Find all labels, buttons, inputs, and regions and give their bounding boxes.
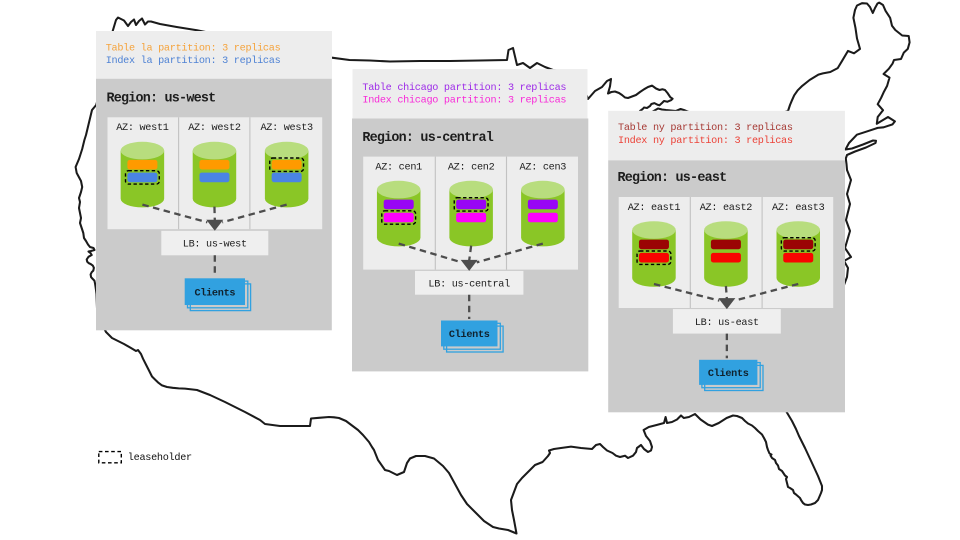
svg-text:AZ: cen2: AZ: cen2 [448,163,495,174]
svg-text:AZ: cen3: AZ: cen3 [520,163,567,174]
svg-text:Index ny partition: 3 replicas: Index ny partition: 3 replicas [618,135,793,147]
svg-text:leaseholder: leaseholder [128,452,192,464]
svg-text:Table ny partition: 3 replicas: Table ny partition: 3 replicas [618,122,793,134]
svg-text:AZ: west3: AZ: west3 [260,123,313,134]
svg-text:Clients: Clients [708,368,749,380]
svg-text:AZ: west2: AZ: west2 [188,123,241,134]
svg-text:Clients: Clients [194,287,235,299]
svg-text:AZ: cen1: AZ: cen1 [375,163,422,174]
svg-text:LB: us-central: LB: us-central [428,278,510,290]
svg-text:Index chicago partition: 3 rep: Index chicago partition: 3 replicas [362,95,566,107]
svg-text:Region: us-west: Region: us-west [107,91,216,106]
svg-text:Table chicago partition: 3 rep: Table chicago partition: 3 replicas [362,82,566,94]
svg-text:Region: us-east: Region: us-east [618,171,727,186]
svg-text:Clients: Clients [449,329,490,341]
svg-text:LB: us-west: LB: us-west [183,240,247,251]
svg-text:AZ: east1: AZ: east1 [628,203,681,214]
svg-text:AZ: west1: AZ: west1 [116,123,169,134]
svg-text:LB: us-east: LB: us-east [695,318,759,329]
svg-text:Table la partition: 3 replicas: Table la partition: 3 replicas [106,42,281,54]
svg-text:Region: us-central: Region: us-central [362,131,493,146]
svg-text:AZ: east3: AZ: east3 [772,203,825,214]
svg-text:AZ: east2: AZ: east2 [700,203,753,214]
svg-text:Index la partition: 3 replicas: Index la partition: 3 replicas [106,55,281,67]
